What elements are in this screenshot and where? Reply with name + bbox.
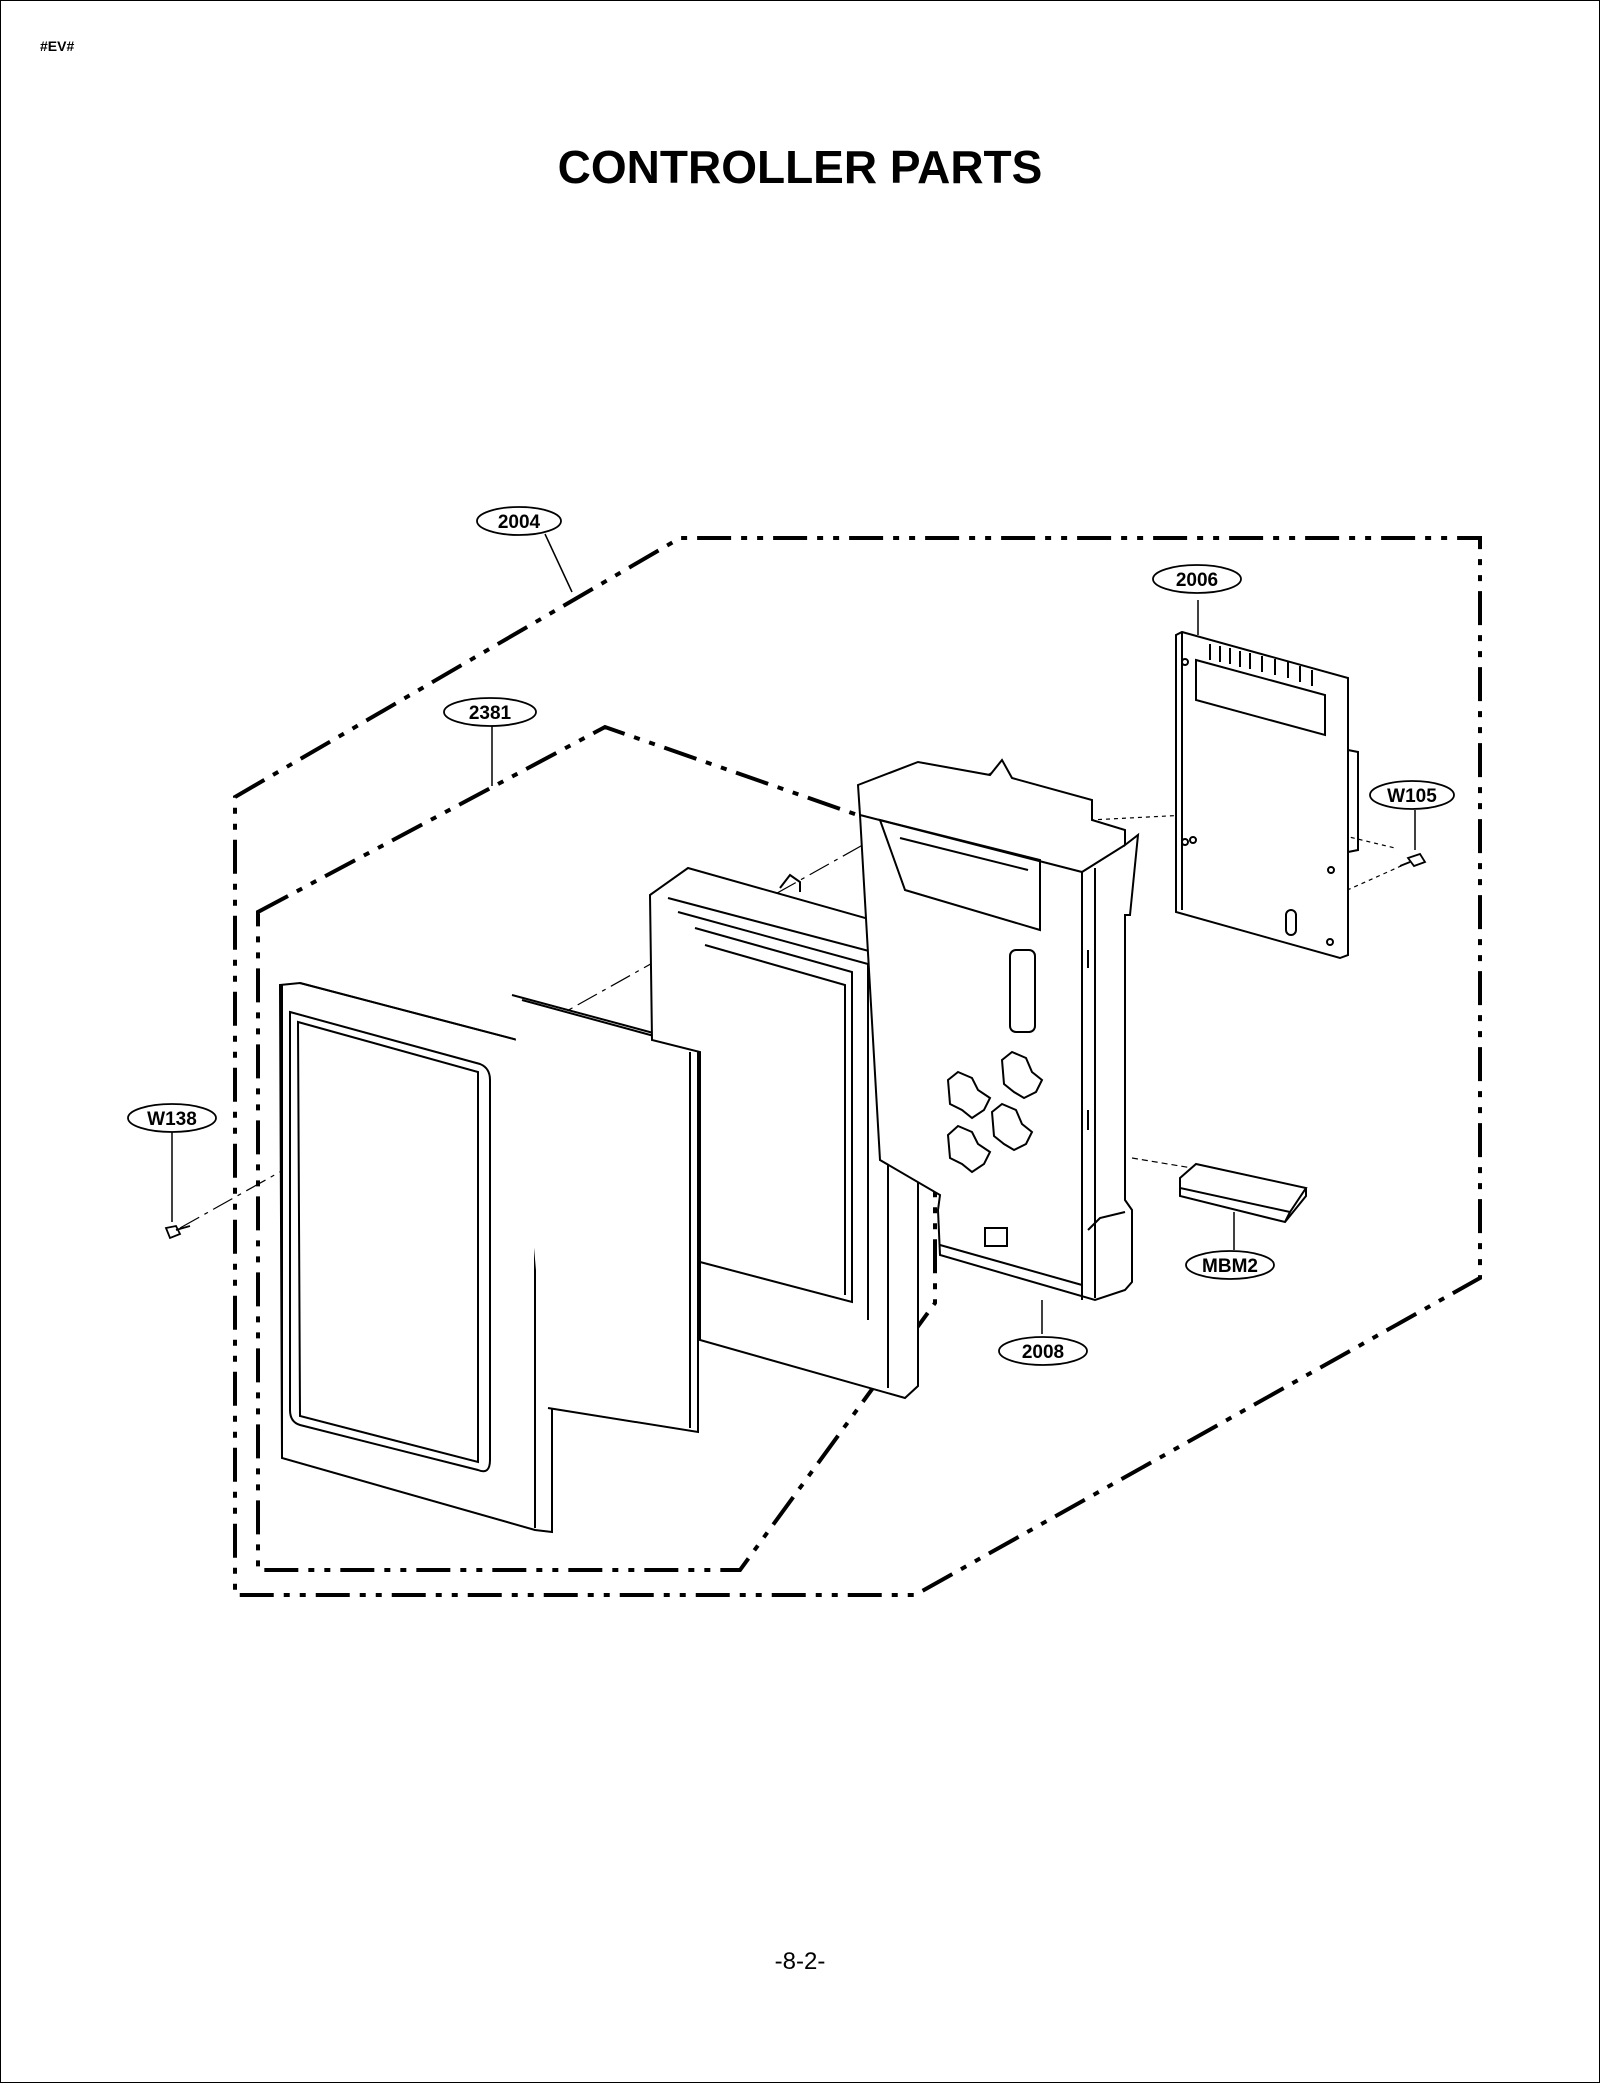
callout-2381-oval <box>443 697 537 727</box>
callout-w138-label: W138 <box>147 1109 197 1130</box>
callout-w105-label: W105 <box>1387 786 1437 807</box>
callout-w105-oval <box>1369 780 1455 810</box>
assembly-boundary-2381 <box>256 724 937 1572</box>
callout-mbm2-label: MBM2 <box>1202 1256 1258 1277</box>
leader-2004 <box>544 533 573 593</box>
callout-2006-label: 2006 <box>1176 570 1218 591</box>
panel-bracket-part <box>856 758 1140 1302</box>
mbm2-part <box>1179 1162 1308 1224</box>
screw-w138 <box>164 1224 191 1240</box>
assembly-boundary-2004 <box>233 536 1482 1597</box>
callout-mbm2-oval <box>1185 1250 1275 1280</box>
callout-2008-oval <box>998 1336 1088 1366</box>
alignment-line-mbm2 <box>1131 1157 1193 1169</box>
callout-2008-label: 2008 <box>1022 1342 1064 1363</box>
callout-2006-oval <box>1152 564 1242 594</box>
callout-w138-oval <box>127 1103 217 1133</box>
document-code: #EV# <box>40 38 75 54</box>
pcb-board-part <box>1175 630 1359 960</box>
front-frame-part <box>278 981 553 1534</box>
callout-2004-oval <box>476 506 562 536</box>
page-number: -8-2- <box>774 1948 826 1975</box>
callout-2381-label: 2381 <box>469 703 512 724</box>
callout-2004-label: 2004 <box>498 512 541 533</box>
screw-w105 <box>1399 852 1427 868</box>
page-title: CONTROLLER PARTS <box>557 141 1043 193</box>
